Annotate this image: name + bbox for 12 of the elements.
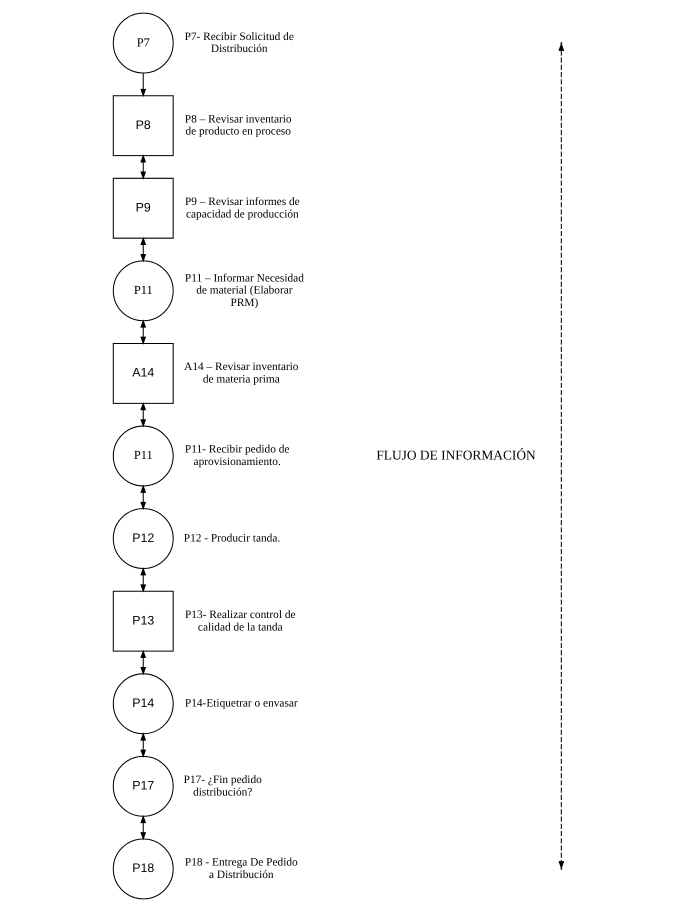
node-label: A14 – Revisar inventario de materia prima: [184, 360, 298, 385]
node-label: P12 - Producir tanda.: [183, 532, 280, 544]
node-label: P17- ¿Fin pedido distribución?: [183, 774, 262, 798]
node-label: P14-Etiquetrar o envasar: [184, 697, 298, 710]
node-label: P8 – Revisar inventario de producto en proceso: [184, 112, 292, 138]
node-label: P11- Recibir pedido de aprovisionamiento.: [184, 443, 289, 468]
node-label: P11 – Informar Necesidad de material (Elaborar PRM): [184, 272, 304, 309]
node-label: P9 – Revisar informes de capacidad de producción: [184, 195, 300, 220]
node-label: P7- Recibir Solicitud de Distribución: [184, 30, 294, 55]
label: FLUJO DE INFORMACIÓN: [376, 447, 536, 462]
node-label: P13- Realizar control de calidad de la tanda: [184, 608, 296, 633]
node-label: P18 - Entrega De Pedido a Distribución: [184, 856, 298, 881]
